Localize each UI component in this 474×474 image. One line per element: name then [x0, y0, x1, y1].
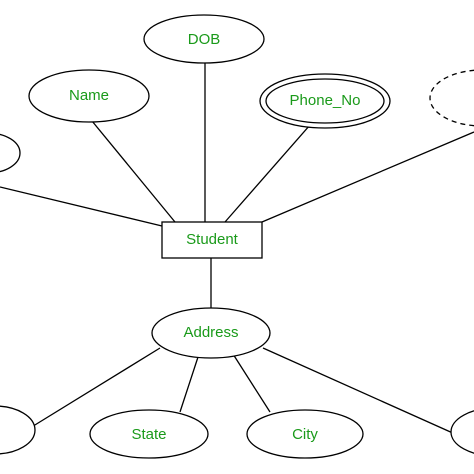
attribute-state-ellipse — [89, 409, 209, 459]
attribute-name-label: Name — [69, 87, 109, 104]
attribute-phone-inner-ellipse — [265, 78, 385, 124]
attribute-city-label: City — [292, 426, 318, 443]
connector-offscreen-right — [261, 131, 474, 223]
partial-attribute-bottom-left — [0, 405, 36, 455]
connectors — [0, 62, 474, 435]
connector-phone — [224, 124, 311, 223]
attribute-address-label: Address — [183, 324, 238, 341]
attribute-phone-label: Phone_No — [290, 92, 361, 109]
attribute-dob-label: DOB — [188, 31, 221, 48]
connector-offscreen-bottom-right — [262, 347, 456, 435]
connector-state — [179, 353, 200, 413]
attribute-city-ellipse — [246, 409, 364, 459]
entity-student-label: Student — [186, 231, 239, 248]
connector-name — [91, 120, 176, 223]
partial-attribute-left — [0, 133, 21, 173]
attribute-dob-ellipse — [143, 14, 265, 64]
attribute-state-label: State — [131, 426, 166, 443]
partial-derived-attribute-right — [429, 69, 474, 127]
entity-student-box — [161, 221, 263, 259]
connector-offscreen-bottom-left — [29, 347, 161, 429]
partial-attribute-bottom-right — [450, 410, 474, 454]
attribute-name-ellipse — [28, 69, 150, 123]
attribute-address-ellipse — [151, 307, 271, 359]
connector-city — [232, 353, 271, 413]
connector-offscreen-left — [0, 186, 163, 227]
